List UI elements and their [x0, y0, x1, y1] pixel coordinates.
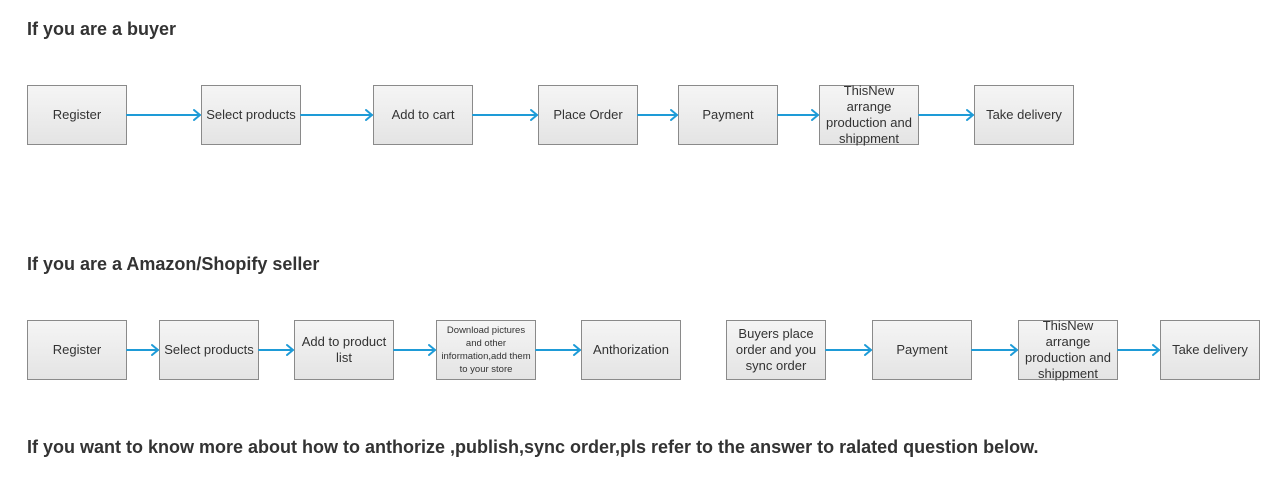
seller-step-select-products: Select products [159, 320, 259, 380]
buyer-step-register: Register [27, 85, 127, 145]
seller-step-authorization: Anthorization [581, 320, 681, 380]
seller-step-payment: Payment [872, 320, 972, 380]
buyer-arrow-5 [777, 109, 819, 121]
buyer-step-take-delivery: Take delivery [974, 85, 1074, 145]
seller-step-add-to-product-list: Add to product list [294, 320, 394, 380]
buyer-arrow-1 [126, 109, 201, 121]
seller-arrow-1 [126, 344, 159, 356]
buyer-step-add-to-cart: Add to cart [373, 85, 473, 145]
seller-step-sync-order: Buyers place order and you sync order [726, 320, 826, 380]
seller-arrow-6 [971, 344, 1018, 356]
buyer-step-select-products: Select products [201, 85, 301, 145]
seller-step-take-delivery: Take delivery [1160, 320, 1260, 380]
buyer-step-place-order: Place Order [538, 85, 638, 145]
seller-arrow-4 [535, 344, 581, 356]
seller-arrow-2 [258, 344, 294, 356]
seller-step-production-shipment: ThisNew arrange production and shippment [1018, 318, 1118, 381]
seller-arrow-5 [825, 344, 872, 356]
seller-arrow-7 [1117, 344, 1160, 356]
seller-step-download-pictures: Download pictures and other information,… [436, 320, 536, 380]
footer-note: If you want to know more about how to an… [27, 437, 1039, 457]
buyer-step-production-shipment: ThisNew arrange production and shippment [819, 83, 919, 146]
buyer-arrow-2 [300, 109, 373, 121]
buyer-heading: If you are a buyer [27, 19, 177, 39]
buyer-step-payment: Payment [678, 85, 778, 145]
buyer-arrow-3 [472, 109, 538, 121]
seller-arrow-3 [393, 344, 436, 356]
seller-step-register: Register [27, 320, 127, 380]
seller-heading: If you are a Amazon/Shopify seller [27, 254, 320, 274]
buyer-arrow-6 [918, 109, 974, 121]
buyer-arrow-4 [637, 109, 678, 121]
